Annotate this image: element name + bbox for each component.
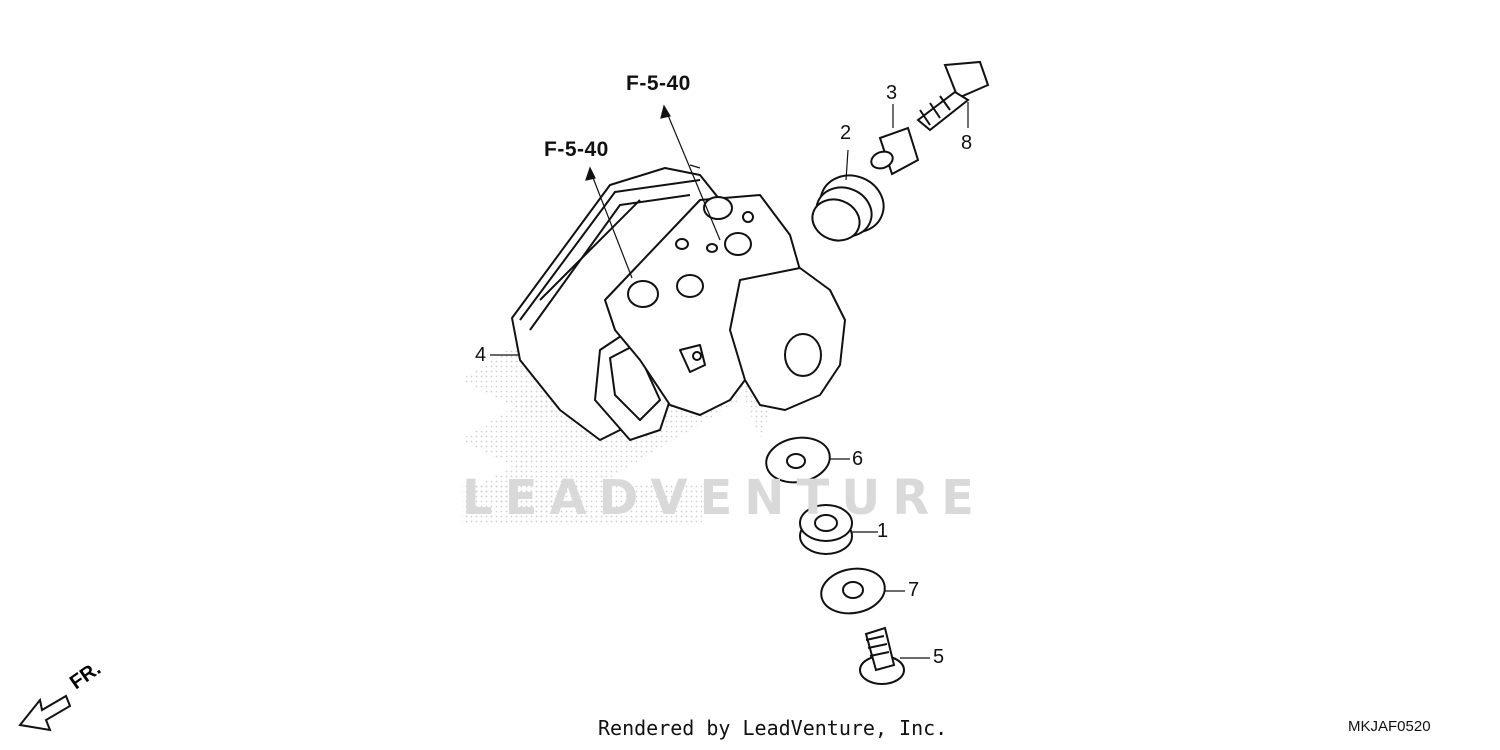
abs-modulator (511, 167, 846, 441)
callout-2: 2 (840, 122, 852, 144)
diagram-code: MKJAF0520 (1348, 718, 1431, 735)
watermark-text: LEADVENTURE (462, 470, 986, 526)
ref-label-f-5-40-lower: F-5-40 (544, 138, 609, 161)
bolt-part-5 (859, 626, 905, 685)
callout-3: 3 (886, 82, 898, 104)
grommet-part-1 (799, 504, 853, 555)
callout-1: 1 (877, 520, 889, 542)
bolt-part-8 (916, 60, 990, 132)
washer-part-7 (820, 567, 886, 615)
leader-lines (490, 102, 969, 659)
callout-8: 8 (961, 132, 973, 154)
callout-4: 4 (475, 344, 487, 366)
callout-7: 7 (908, 579, 920, 601)
collar-part-3 (870, 126, 920, 176)
ref-label-f-5-40-upper: F-5-40 (626, 72, 691, 95)
callout-5: 5 (933, 646, 945, 668)
grommet-part-2 (811, 174, 885, 242)
front-direction-arrow (18, 694, 72, 732)
footer-credit: Rendered by LeadVenture, Inc. (598, 716, 948, 740)
grommet-part-6 (765, 436, 831, 484)
callout-6: 6 (852, 448, 864, 470)
